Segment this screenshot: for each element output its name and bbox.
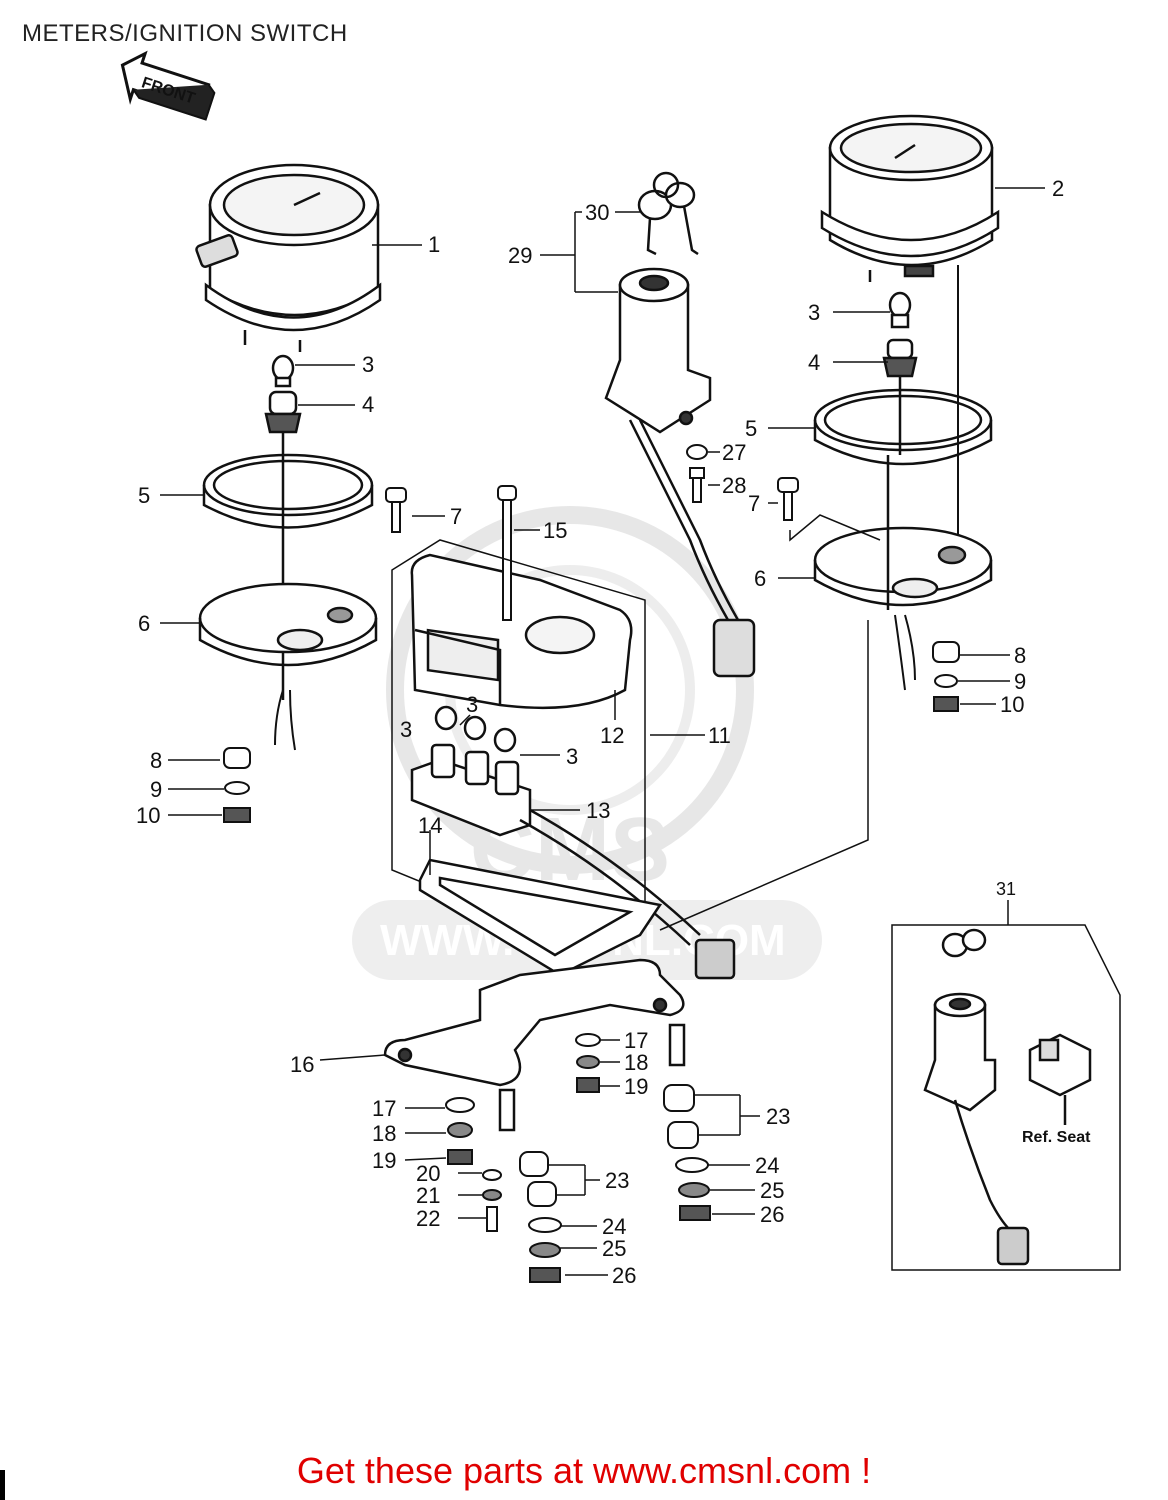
callout-19b: 19 [624, 1074, 648, 1099]
callout-26a: 26 [612, 1263, 636, 1288]
callout-4a: 4 [362, 392, 374, 417]
bolt-right-leader [789, 514, 881, 542]
callout-9a: 9 [150, 777, 162, 802]
callout-18a: 18 [372, 1121, 396, 1146]
callout-17b: 17 [624, 1028, 648, 1053]
bolt-left-7 [385, 487, 407, 533]
page-title: METERS/IGNITION SWITCH [22, 20, 348, 47]
callout-31: 31 [996, 879, 1016, 899]
callout-8a: 8 [150, 748, 162, 773]
left-cup [198, 582, 378, 667]
nut-27 [686, 444, 708, 460]
callout-28: 28 [722, 473, 746, 498]
callout-7a: 7 [450, 504, 462, 529]
callout-22: 22 [416, 1206, 440, 1231]
left-bulb [264, 354, 302, 700]
front-arrow-icon: FRONT [120, 50, 216, 121]
callout-14: 14 [418, 813, 442, 838]
bulb-holder [410, 705, 736, 980]
callout-10b: 10 [1000, 692, 1024, 717]
seat-lock [1028, 1033, 1092, 1125]
callout-3c: 3 [466, 692, 478, 717]
callout-6b: 6 [754, 566, 766, 591]
mounting-bracket [383, 958, 686, 1132]
callout-10a: 10 [136, 803, 160, 828]
callout-23a: 23 [605, 1168, 629, 1193]
alt-ignition-switch [923, 928, 1030, 1266]
callout-24b: 24 [755, 1153, 779, 1178]
screw-28 [689, 467, 705, 503]
callout-6a: 6 [138, 611, 150, 636]
callout-3b: 3 [808, 300, 820, 325]
callout-15: 15 [543, 518, 567, 543]
left-hardware [223, 747, 251, 823]
callout-26b: 26 [760, 1202, 784, 1227]
left-ring [202, 453, 374, 529]
lower-hardware [445, 1033, 711, 1283]
callout-17a: 17 [372, 1096, 396, 1121]
callout-25b: 25 [760, 1178, 784, 1203]
callout-30: 30 [585, 200, 609, 225]
callout-3a: 3 [362, 352, 374, 377]
callout-2: 2 [1052, 176, 1064, 201]
callout-19a: 19 [372, 1148, 396, 1173]
callout-12: 12 [600, 723, 624, 748]
meter-housing [410, 553, 633, 710]
callout-8b: 8 [1014, 643, 1026, 668]
leader-lines [160, 187, 1045, 1276]
callout-7b: 7 [748, 491, 760, 516]
callout-25a: 25 [602, 1236, 626, 1261]
callout-24a: 24 [602, 1214, 626, 1239]
ignition-switch [604, 267, 756, 678]
alt-ignition-box [891, 900, 1121, 1271]
callout-29: 29 [508, 243, 532, 268]
callout-27: 27 [722, 440, 746, 465]
callout-16: 16 [290, 1052, 314, 1077]
right-meter-link-line [659, 620, 869, 931]
callout-5a: 5 [138, 483, 150, 508]
parts-diagram: CMS WWW.CMSNL.COM FRONT [120, 50, 1121, 1288]
callout-3e: 3 [566, 744, 578, 769]
edge-mark [0, 1470, 5, 1500]
keys-icon [637, 171, 699, 256]
callout-3d: 3 [400, 717, 412, 742]
callout-9b: 9 [1014, 669, 1026, 694]
callout-11: 11 [708, 723, 731, 748]
callout-4b: 4 [808, 350, 820, 375]
callout-13: 13 [586, 798, 610, 823]
footer-link[interactable]: Get these parts at www.cmsnl.com ! [296, 1450, 872, 1491]
callout-23b: 23 [766, 1104, 790, 1129]
callout-21: 21 [416, 1183, 440, 1208]
callout-5b: 5 [745, 416, 757, 441]
ref-seat-label: Ref. Seat [1022, 1129, 1091, 1146]
right-wires [894, 614, 916, 691]
right-cup [813, 455, 993, 610]
right-ring [813, 380, 993, 466]
callout-18b: 18 [624, 1050, 648, 1075]
left-meter [195, 163, 382, 352]
callout-1: 1 [428, 232, 440, 257]
right-bulb [882, 291, 918, 380]
bolt-right-7 [777, 477, 799, 521]
callout-20: 20 [416, 1161, 440, 1186]
right-meter [820, 114, 1000, 282]
left-wires [274, 689, 296, 751]
right-hardware [932, 641, 960, 712]
callouts: 1 2 3 3 3 3 3 4 4 5 5 6 6 7 7 8 8 9 9 10… [136, 176, 1064, 1288]
